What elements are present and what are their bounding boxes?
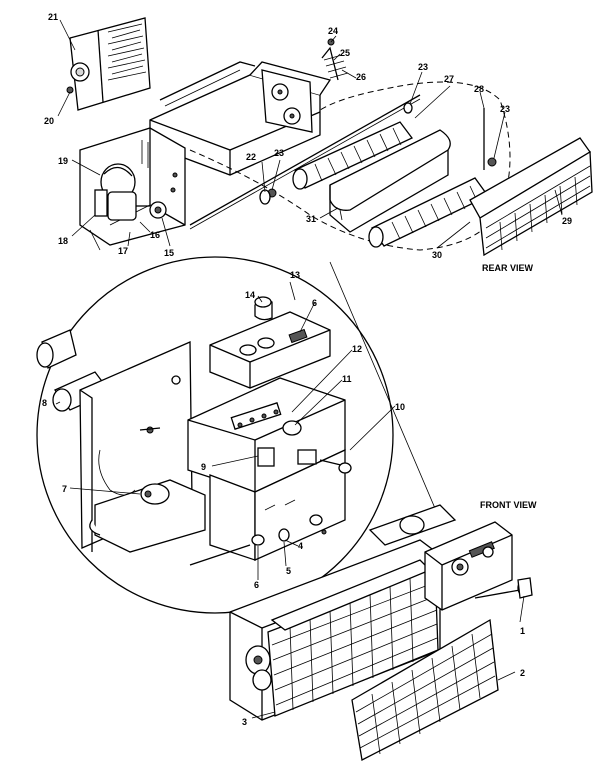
callout-24: 24 [328,26,338,36]
callout-30: 30 [432,250,442,260]
callout-5: 5 [286,566,291,576]
callout-3: 3 [242,717,247,727]
shaft-rod [189,94,421,226]
callout-25: 25 [340,48,350,58]
rear-view-assembly [66,17,593,257]
callout-28: 28 [474,84,484,94]
callout-11: 11 [342,374,352,384]
scroll-cover [329,129,451,233]
callout-23b: 23 [418,62,428,72]
callout-29: 29 [562,216,572,226]
callout-17: 17 [118,246,128,256]
callout-21: 21 [48,12,58,22]
leader-lines [55,19,563,719]
callout-10: 10 [395,402,405,412]
callout-7: 7 [62,484,67,494]
callout-27: 27 [444,74,454,84]
callout-23c: 23 [500,104,510,114]
callout-12: 12 [352,344,362,354]
control-panel-inset [66,17,151,111]
callout-26: 26 [356,72,366,82]
callout-9: 9 [201,462,206,472]
callout-6a: 6 [254,580,259,590]
callout-22: 22 [246,152,256,162]
blower-wheel-upper [259,121,414,205]
callout-2: 2 [520,668,525,678]
callout-8: 8 [42,398,47,408]
callout-6b: 6 [312,298,317,308]
callout-20: 20 [44,116,54,126]
callout-14: 14 [245,290,255,300]
callout-19: 19 [58,156,68,166]
callout-18: 18 [58,236,68,246]
callout-16: 16 [150,230,160,240]
rear-grille [469,137,593,257]
wiring-harness-dashed [189,81,511,251]
motor-spring [321,38,413,114]
detail-magnifier-circle [36,229,441,614]
rear-view-label: REAR VIEW [482,263,534,273]
blower-wheel-lower [368,108,497,248]
front-view-label: FRONT VIEW [480,500,537,510]
callout-13: 13 [290,270,300,280]
front-view-assembly [229,504,533,761]
chassis-box [79,61,332,246]
callout-1: 1 [520,626,525,636]
callout-15: 15 [164,248,174,258]
callout-23a: 23 [274,148,284,158]
callout-labels: 1 2 3 4 5 6 7 8 9 10 11 12 13 14 15 16 1… [42,12,572,727]
callout-31: 31 [306,214,316,224]
callout-4: 4 [298,541,303,551]
